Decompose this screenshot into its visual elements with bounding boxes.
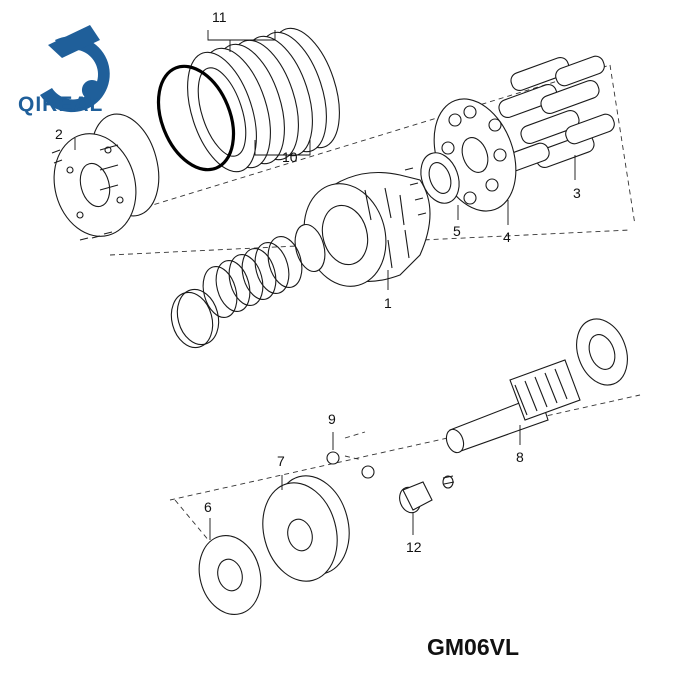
washer-part-6 [198, 535, 262, 615]
callout-8: 8 [516, 449, 524, 465]
callout-12: 12 [406, 539, 422, 555]
callout-1: 1 [384, 295, 392, 311]
end-plate-part-2 [51, 113, 160, 241]
callout-3: 3 [573, 185, 581, 201]
model-label: GM06VL [427, 634, 520, 660]
brand-name: QIREAL [18, 93, 104, 116]
callout-10: 10 [282, 149, 298, 165]
brand-logo-icon [40, 25, 110, 113]
shaft-part-8 [445, 318, 628, 454]
leader-lines [74, 30, 576, 540]
callout-6: 6 [204, 499, 212, 515]
bushing-part-12 [399, 475, 455, 514]
callout-9: 9 [328, 411, 336, 427]
friction-plate-stack [156, 27, 340, 173]
balls-part-9 [326, 431, 375, 479]
flange-part-7 [262, 475, 350, 582]
spring-assembly [170, 223, 326, 349]
callout-11: 11 [212, 9, 227, 25]
callout-5: 5 [453, 223, 461, 239]
callout-4: 4 [503, 229, 511, 245]
callout-2: 2 [55, 126, 63, 142]
callout-7: 7 [277, 453, 285, 469]
